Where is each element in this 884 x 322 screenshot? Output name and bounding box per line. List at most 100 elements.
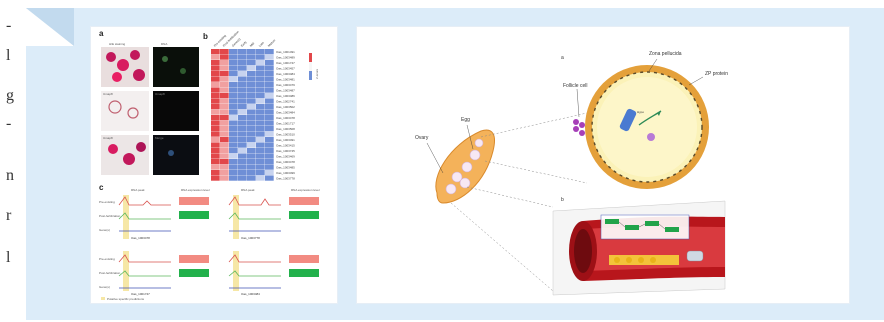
heatmap-cell [256,154,265,159]
micrograph-grid: Umap8 Umap8 Merge Umap8 [101,47,199,175]
heatmap-cell [229,137,238,142]
expression-bar-pre [289,255,319,263]
heatmap-row-label: Oas_1002741 [276,100,295,104]
heatmap-col-label: Early [240,40,248,48]
heatmap-cell [238,165,247,170]
heatmap-cell [265,126,274,131]
heatmap-row-label: Oas_1001491 [276,50,295,54]
heatmap-cell [256,176,265,181]
edge-glyph: n [6,168,14,184]
edge-text-column: - l g - n r l [0,0,24,322]
zoom-line [451,203,553,291]
heatmap-cell [256,82,265,87]
heatmap-cell [247,93,256,98]
track-label: Post-fertilization [99,214,121,218]
heatmap-cell [229,159,238,164]
heatmap-row-label: Oas_1003479 [276,83,295,87]
micrograph-merge [153,135,199,175]
track-header-rna-peak: RNA peak [131,188,145,192]
heatmap-cell [265,93,274,98]
heatmap-cell [265,143,274,148]
heatmap-cell [265,137,274,142]
heatmap-cell [220,121,229,126]
heatmap-legend: Z-score [309,53,319,80]
heatmap-row-label: Oas_1003745 [276,149,295,153]
pathway-node [645,221,659,226]
panel-label-a: a [561,55,564,61]
heatmap-cell [256,143,265,148]
left-figure-svg: a b c H/E staining DNA Umap8 Umap8 [91,27,337,303]
heatmap-cell [211,176,220,181]
heatmap-cell [220,154,229,159]
heatmap-cell [247,176,256,181]
heatmap-cell [220,126,229,131]
heatmap-row-label: Oas_1003510 [276,133,295,137]
egg-cell [475,139,483,147]
legend-label: Z-score [315,69,319,79]
footnote-swatch [101,297,105,300]
heatmap-cell [229,176,238,181]
heatmap-cell [265,165,274,170]
heatmap-cell [265,99,274,104]
heatmap-cell [220,176,229,181]
gene-name: Oas_1003478 [131,236,150,240]
heatmap-cell [229,143,238,148]
heatmap-row-label: Oas_1003486 [276,94,295,98]
heatmap-cell [265,60,274,65]
heatmap-cell [229,165,238,170]
heatmap-cell [247,49,256,54]
heatmap-cell [256,93,265,98]
heatmap-cell [238,60,247,65]
micrograph-dna-1 [153,47,199,87]
heatmap-cell [265,55,274,60]
organelle-purple [647,133,655,141]
panel-a-header-stain: H/E staining [109,42,126,46]
fluor-spot [168,150,174,156]
receptor [687,251,703,261]
heatmap-cell [211,170,220,175]
heatmap-row-label: Oas_1003502 [276,105,295,109]
heatmap-cell [265,82,274,87]
heatmap-cell [229,126,238,131]
follicle-cell [579,130,585,136]
heatmap-row-label: Oas_1003778 [276,177,295,181]
heatmap-cell [211,126,220,131]
heatmap-cell [229,170,238,175]
follicle-cell [573,119,579,125]
pathway-node [665,227,679,232]
heatmap-cell [220,49,229,54]
track-header-rna-level: RNA expression level [181,188,210,192]
expression-bar-pre [289,197,319,205]
egg-cell [462,162,472,172]
heatmap-cell [247,110,256,115]
panel-label-c: c [99,183,104,192]
stained-cell [123,153,135,165]
heatmap-cell [265,71,274,76]
label-zp-protein: ZP protein [705,71,728,77]
expression-bar-pre [179,255,209,263]
heatmap-row-label: Oas_1003499 [276,171,295,175]
edge-glyph: r [6,208,11,224]
heatmap-row-label: Oas_1001717 [276,122,295,126]
panel-label-b: b [203,32,208,41]
heatmap-cell [247,170,256,175]
heatmap-cell [265,104,274,109]
heatmap-cell [229,154,238,159]
heatmap-cell [220,93,229,98]
heatmap-cell [238,121,247,126]
heatmap-cell [211,132,220,137]
heatmap-cell [220,77,229,82]
heatmap-cell [211,159,220,164]
heatmap-cell [211,110,220,115]
heatmap-cell [256,115,265,120]
heatmap-cell [211,154,220,159]
heatmap-cell [256,148,265,153]
heatmap-cell [256,110,265,115]
heatmap-cell [265,66,274,71]
heatmap-cell [238,71,247,76]
label-egg: Egg [461,117,470,123]
heatmap-cell [220,165,229,170]
heatmap-cell [256,99,265,104]
legend-swatch-high [309,53,312,62]
legend-swatch-mid [309,62,312,71]
